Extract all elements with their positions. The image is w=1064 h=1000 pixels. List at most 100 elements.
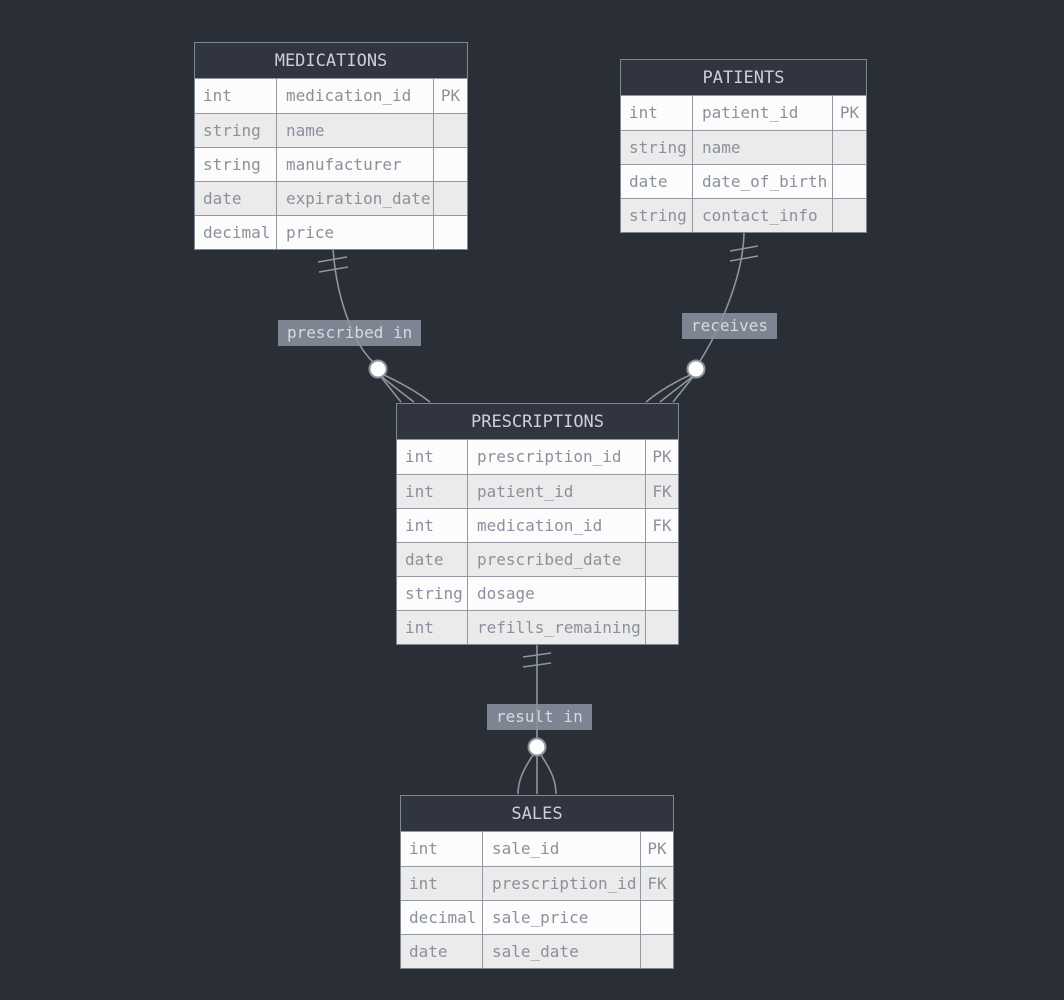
attribute-key-cell <box>832 165 866 198</box>
attribute-name-cell: prescribed_date <box>477 550 622 569</box>
attribute-row: int refills_remaining <box>397 610 678 644</box>
attribute-key-cell <box>640 935 673 968</box>
attribute-key-cell: FK <box>645 475 678 508</box>
crows-foot <box>517 754 534 795</box>
cardinality-one-tick <box>522 662 552 668</box>
attribute-name-cell: price <box>286 223 335 242</box>
crows-foot <box>540 754 557 795</box>
attribute-type-cell: int <box>195 79 277 113</box>
attribute-key-cell <box>433 114 467 147</box>
attribute-key-cell: FK <box>645 509 678 542</box>
attribute-row: decimal sale_price <box>401 900 673 934</box>
attribute-name-cell: medication_id <box>286 86 412 105</box>
attribute-name-cell: medication_id <box>477 516 603 535</box>
relationship-label-result-in: result in <box>487 704 592 730</box>
attribute-key-cell <box>645 577 678 610</box>
zero-or-many-circle <box>527 737 547 757</box>
attribute-type-cell: date <box>621 165 693 198</box>
crows-foot <box>381 376 415 403</box>
attribute-name-cell: sale_date <box>492 942 579 961</box>
cardinality-one-tick <box>729 255 759 262</box>
crows-foot <box>380 376 402 403</box>
attribute-key-cell <box>433 216 467 249</box>
attribute-row: string name <box>621 130 866 164</box>
attribute-type-cell: date <box>397 543 468 576</box>
crows-foot <box>659 376 693 403</box>
attribute-type-cell: string <box>195 114 277 147</box>
attribute-row: string manufacturer <box>195 147 467 181</box>
cardinality-one-tick <box>317 256 348 263</box>
crows-foot <box>383 374 431 403</box>
attribute-row: decimal price <box>195 215 467 249</box>
attribute-key-cell: PK <box>433 79 467 113</box>
relationship-label-receives: receives <box>682 313 778 339</box>
attribute-name-cell: manufacturer <box>286 155 402 174</box>
attribute-key-cell: PK <box>832 96 866 130</box>
attribute-row: int medication_id PK <box>195 79 467 113</box>
zero-or-many-circle <box>686 359 706 379</box>
attribute-key-cell <box>645 543 678 576</box>
attribute-type-cell: decimal <box>401 901 483 934</box>
attribute-type-cell: string <box>621 131 693 164</box>
attribute-name-cell: sale_price <box>492 908 589 927</box>
attribute-key-cell: FK <box>640 867 673 900</box>
entity-title: PRESCRIPTIONS <box>397 404 678 440</box>
attribute-key-cell <box>645 611 678 644</box>
attribute-row: date date_of_birth <box>621 164 866 198</box>
attribute-type-cell: int <box>401 867 483 900</box>
attribute-row: date prescribed_date <box>397 542 678 576</box>
attribute-type-cell: int <box>621 96 693 130</box>
attribute-type-cell: int <box>397 611 468 644</box>
attribute-name-cell: patient_id <box>702 103 799 122</box>
entity-title: MEDICATIONS <box>195 43 467 79</box>
attribute-type-cell: string <box>621 199 693 232</box>
attribute-key-cell: PK <box>640 832 673 866</box>
attribute-key-cell <box>832 131 866 164</box>
attribute-name-cell: contact_info <box>702 206 818 225</box>
attribute-name-cell: date_of_birth <box>702 172 828 191</box>
entity-title: PATIENTS <box>621 60 866 96</box>
attribute-key-cell <box>832 199 866 232</box>
attribute-type-cell: int <box>397 509 468 542</box>
attribute-name-cell: name <box>286 121 325 140</box>
attribute-name-cell: prescription_id <box>492 874 637 893</box>
attribute-type-cell: string <box>195 148 277 181</box>
attribute-type-cell: int <box>397 440 468 474</box>
attribute-type-cell: int <box>401 832 483 866</box>
attribute-key-cell <box>433 148 467 181</box>
attribute-row: string contact_info <box>621 198 866 232</box>
entity-medications[interactable]: MEDICATIONS int medication_id PK string name… <box>194 42 468 250</box>
attribute-key-cell <box>640 901 673 934</box>
cardinality-one-tick <box>318 266 349 273</box>
attribute-name-cell: sale_id <box>492 839 560 858</box>
attribute-type-cell: date <box>195 182 277 215</box>
entity-title: SALES <box>401 796 673 832</box>
attribute-name-cell: prescription_id <box>477 447 622 466</box>
attribute-name-cell: refills_remaining <box>477 618 641 637</box>
attribute-row: int medication_id FK <box>397 508 678 542</box>
attribute-name-cell: expiration_date <box>286 189 431 208</box>
attribute-type-cell: int <box>397 475 468 508</box>
crows-foot <box>672 376 694 403</box>
attribute-type-cell: string <box>397 577 468 610</box>
cardinality-one-tick <box>729 245 759 252</box>
attribute-type-cell: decimal <box>195 216 277 249</box>
zero-or-many-circle <box>368 359 388 379</box>
attribute-key-cell: PK <box>645 440 678 474</box>
attribute-name-cell: name <box>702 138 741 157</box>
cardinality-one-tick <box>522 652 552 658</box>
attribute-row: string name <box>195 113 467 147</box>
crows-foot <box>645 374 691 403</box>
attribute-row: int prescription_id PK <box>397 440 678 474</box>
attribute-row: int patient_id PK <box>621 96 866 130</box>
attribute-row: date expiration_date <box>195 181 467 215</box>
attribute-name-cell: dosage <box>477 584 535 603</box>
attribute-row: string dosage <box>397 576 678 610</box>
